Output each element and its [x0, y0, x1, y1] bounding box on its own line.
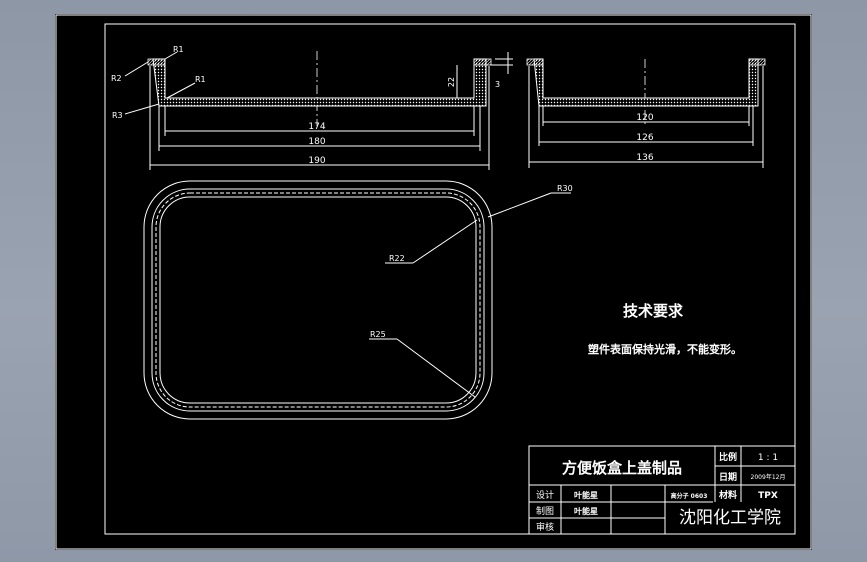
dim-126-text: 126: [636, 133, 653, 143]
dim-190-text: 190: [308, 156, 325, 166]
label-r1-top: R1: [173, 45, 184, 54]
plan-outline-2: [151, 188, 485, 412]
dim-22-text: 22: [447, 77, 456, 87]
leader-r30: [487, 192, 552, 218]
dim-136-text: 136: [636, 153, 653, 163]
dim-120-text: 120: [636, 113, 653, 123]
leader-r2: [124, 61, 149, 77]
drafter: 叶能星: [574, 506, 598, 516]
label-r30: R30: [557, 184, 573, 193]
part-name: 方便饭盒上盖制品: [562, 459, 682, 477]
label-r2: R2: [111, 74, 122, 83]
title-block: 方便饭盒上盖制品 比例 1 : 1 日期 2009年12月 设计 叶能星 制图 …: [528, 445, 796, 535]
plan-outline-inner: [159, 196, 477, 404]
review-label: 审核: [536, 521, 554, 533]
front-view: 174 180 190 R1 R2 R1 R3 22 3: [111, 45, 513, 170]
side-right-flange: [748, 58, 766, 66]
leader-r3: [124, 103, 160, 115]
title-block-frame: [528, 445, 796, 535]
tech-req-title: 技术要求: [623, 302, 684, 320]
leader-r25: [396, 338, 476, 398]
school-name: 沈阳化工学院: [679, 508, 781, 528]
side-view: 120 126 136: [526, 58, 766, 168]
date-value: 2009年12月: [751, 473, 786, 481]
draw-label: 制图: [536, 505, 554, 517]
dim-3-text: 3: [495, 80, 500, 89]
side-section-wall: [533, 58, 759, 107]
outer-border: [55, 14, 812, 550]
plan-view: R30 R22 R25: [143, 180, 573, 420]
front-right-flange: [473, 58, 492, 66]
material-label: 材料: [718, 489, 737, 501]
designer: 叶能星: [574, 490, 598, 500]
inner-border: [104, 23, 796, 535]
drawing-sheet: 174 180 190 R1 R2 R1 R3 22 3: [55, 14, 812, 550]
scale-label: 比例: [719, 451, 737, 463]
date-label: 日期: [719, 471, 737, 483]
front-left-flange: [147, 58, 166, 66]
scale-value: 1 : 1: [758, 453, 778, 463]
label-r1: R1: [195, 75, 206, 84]
dim-174-text: 174: [308, 122, 325, 132]
label-r3: R3: [112, 111, 123, 120]
design-label: 设计: [536, 489, 554, 501]
class-info: 高分子 0603: [671, 492, 708, 500]
cad-drawing: 174 180 190 R1 R2 R1 R3 22 3: [55, 14, 812, 550]
plan-outline-outer: [143, 180, 493, 420]
leader-r22: [412, 219, 478, 264]
side-left-flange: [526, 58, 544, 66]
label-r22: R22: [389, 254, 405, 263]
material-value: TPX: [758, 491, 778, 501]
leader-r1-top: [164, 51, 178, 60]
leader-r1: [166, 82, 196, 99]
label-r25: R25: [370, 330, 386, 339]
tech-req-text: 塑件表面保持光滑，不能变形。: [588, 342, 742, 356]
plan-outline-dashed: [155, 192, 481, 408]
dim-180-text: 180: [308, 137, 325, 147]
